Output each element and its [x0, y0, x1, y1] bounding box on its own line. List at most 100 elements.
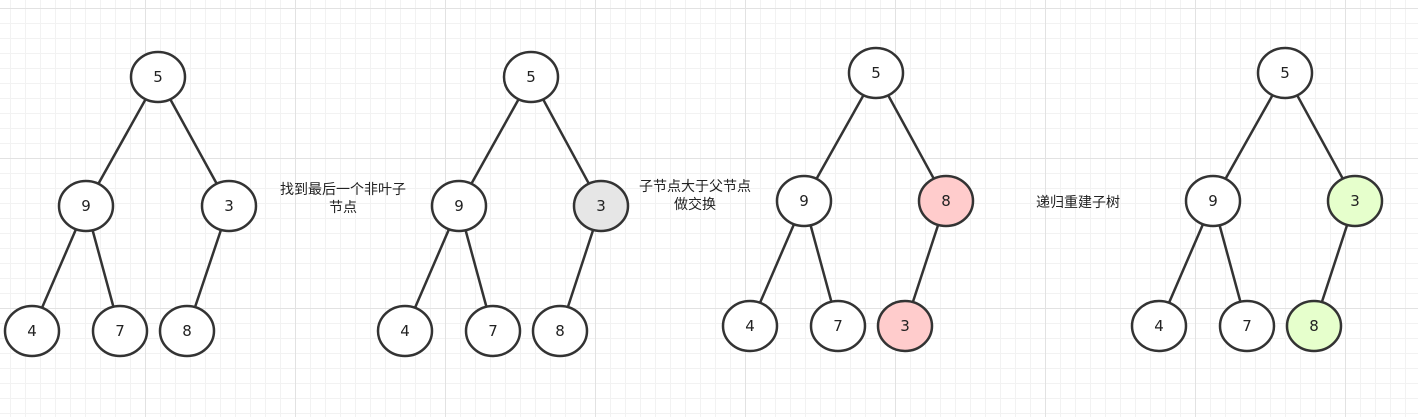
tree-3: 5 9 8 4 7 3 [721, 46, 975, 353]
tree-2-node-right-left-label: 8 [555, 322, 565, 340]
tree-2-node-left-left: 4 [376, 304, 434, 358]
tree-2-node-right: 3 [572, 179, 630, 233]
tree-2-node-root: 5 [502, 50, 560, 104]
tree-3-node-right-left-label: 3 [900, 317, 910, 335]
caption-rebuild-subtree: 递归重建子树 [1018, 194, 1138, 212]
tree-2-node-left-right-label: 7 [488, 322, 498, 340]
tree-3-node-left-left-circle [721, 299, 779, 353]
tree-1-edge-left-to-left-right [91, 229, 115, 308]
tree-3-node-root: 5 [847, 46, 905, 100]
tree-4-node-right-left: 8 [1285, 299, 1343, 353]
tree-4-edges [1167, 94, 1349, 304]
tree-4-node-left-right: 7 [1218, 299, 1276, 353]
tree-3-node-left-right-circle [809, 299, 867, 353]
edges-layer [40, 94, 1349, 309]
tree-1-node-left-label: 9 [81, 197, 91, 215]
tree-4-node-left-label: 9 [1208, 192, 1218, 210]
tree-1-node-root-circle [129, 50, 187, 104]
tree-4-edge-left-to-left-right [1218, 224, 1242, 303]
tree-1-node-left-right: 7 [91, 304, 149, 358]
tree-2: 5 9 3 4 7 8 [376, 50, 630, 358]
tree-3-edge-right-to-right-left [911, 224, 940, 303]
tree-2-node-right-left-circle [531, 304, 589, 358]
tree-1-node-root: 5 [129, 50, 187, 104]
tree-2-edge-left-to-left-right [464, 229, 488, 308]
tree-4-node-left-right-circle [1218, 299, 1276, 353]
tree-4-node-left-left: 4 [1130, 299, 1188, 353]
nodes-layer: 5 9 3 4 7 8 5 9 3 4 7 8 5 9 8 4 7 3 5 9 3 4 7 8 [3, 46, 1384, 358]
caption-find-last-non-leaf: 找到最后一个非叶子 节点 [262, 181, 424, 217]
caption-rebuild-subtree-text: 递归重建子树 [1036, 195, 1120, 211]
tree-4-node-right: 3 [1326, 174, 1384, 228]
tree-1-node-left-left: 4 [3, 304, 61, 358]
tree-4-node-left-right-label: 7 [1242, 317, 1252, 335]
tree-4-node-left-left-circle [1130, 299, 1188, 353]
tree-3-node-root-circle [847, 46, 905, 100]
tree-3-node-left-circle [775, 174, 833, 228]
tree-3-edge-left-to-left-left [758, 223, 796, 304]
tree-1-node-left: 9 [57, 179, 115, 233]
tree-2-edge-left-to-left-left [413, 228, 451, 309]
tree-3-node-right-circle [917, 174, 975, 228]
tree-4-node-right-left-circle [1285, 299, 1343, 353]
tree-4-edge-right-to-right-left [1320, 224, 1349, 303]
tree-1: 5 9 3 4 7 8 [3, 50, 258, 358]
tree-1-edges [40, 98, 223, 309]
tree-4-edge-left-to-left-left [1167, 223, 1205, 304]
tree-1-node-right-circle [200, 179, 258, 233]
tree-1-node-left-left-label: 4 [27, 322, 37, 340]
tree-1-edge-left-to-left-left [40, 228, 78, 309]
tree-1-node-left-right-circle [91, 304, 149, 358]
tree-2-node-left-right-circle [464, 304, 522, 358]
caption-swap-child-parent-line1: 子节点大于父节点 [639, 179, 751, 195]
caption-swap-child-parent-line2: 做交换 [674, 197, 716, 213]
tree-4: 5 9 3 4 7 8 [1130, 46, 1384, 353]
tree-1-node-left-circle [57, 179, 115, 233]
tree-4-node-right-circle [1326, 174, 1384, 228]
tree-1-node-right-label: 3 [224, 197, 234, 215]
tree-2-node-right-label: 3 [596, 197, 606, 215]
tree-3-edge-root-to-right [887, 94, 935, 180]
tree-2-edge-root-to-right [542, 98, 590, 185]
tree-2-node-left-left-circle [376, 304, 434, 358]
tree-3-node-left-left-label: 4 [745, 317, 755, 335]
tree-3-node-root-label: 5 [871, 64, 881, 82]
tree-1-edge-root-to-left [97, 98, 147, 185]
tree-2-edges [413, 98, 595, 309]
tree-3-node-left-right-label: 7 [833, 317, 843, 335]
tree-3-node-left: 9 [775, 174, 833, 228]
tree-1-node-root-label: 5 [153, 68, 163, 86]
tree-3-node-left-right: 7 [809, 299, 867, 353]
tree-2-node-left-right: 7 [464, 304, 522, 358]
tree-1-node-left-right-label: 7 [115, 322, 125, 340]
tree-3-edge-left-to-left-right [809, 224, 833, 303]
tree-2-edge-right-to-right-left [566, 229, 595, 308]
tree-2-node-left-left-label: 4 [400, 322, 410, 340]
tree-1-edge-right-to-right-left [193, 229, 223, 308]
tree-4-node-left-circle [1184, 174, 1242, 228]
tree-1-node-right-left-label: 8 [182, 322, 192, 340]
tree-3-edge-root-to-left [815, 94, 865, 180]
tree-1-node-left-left-circle [3, 304, 61, 358]
tree-4-node-right-left-label: 8 [1309, 317, 1319, 335]
tree-4-node-root-circle [1256, 46, 1314, 100]
tree-1-node-right-left-circle [158, 304, 216, 358]
tree-4-edge-root-to-left [1224, 94, 1274, 180]
tree-4-node-left: 9 [1184, 174, 1242, 228]
tree-4-node-root: 5 [1256, 46, 1314, 100]
tree-2-node-right-left: 8 [531, 304, 589, 358]
tree-2-node-left-circle [430, 179, 488, 233]
caption-swap-child-parent: 子节点大于父节点 做交换 [620, 178, 770, 214]
tree-4-edge-root-to-right [1296, 94, 1344, 180]
tree-4-node-root-label: 5 [1280, 64, 1290, 82]
tree-2-node-left-label: 9 [454, 197, 464, 215]
tree-3-node-right-left: 3 [876, 299, 934, 353]
caption-find-last-non-leaf-line2: 节点 [329, 200, 357, 216]
tree-4-node-left-left-label: 4 [1154, 317, 1164, 335]
tree-3-node-right: 8 [917, 174, 975, 228]
tree-1-node-right: 3 [200, 179, 258, 233]
tree-3-node-left-label: 9 [799, 192, 809, 210]
tree-3-node-right-left-circle [876, 299, 934, 353]
tree-2-node-right-circle [572, 179, 630, 233]
